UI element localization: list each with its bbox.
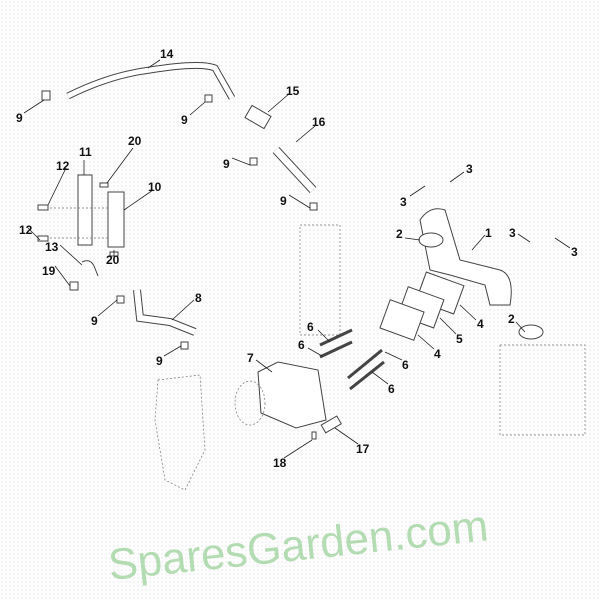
- stud-6: [319, 340, 353, 359]
- callout-11: 11: [79, 145, 92, 159]
- leader-lines: [23, 59, 571, 459]
- screw-20: [99, 182, 109, 188]
- fuel-line-14: [66, 61, 236, 100]
- callout-17: 17: [356, 442, 370, 456]
- carb-gasket: [234, 380, 266, 426]
- gasket-2: [418, 232, 444, 248]
- stud-6: [349, 360, 385, 391]
- clamp-icon: [116, 295, 125, 304]
- callout-3: 3: [466, 162, 473, 176]
- callout-2: 2: [508, 312, 515, 326]
- callout-3: 3: [509, 226, 516, 240]
- callout-18: 18: [273, 456, 287, 470]
- clamp-icon: [204, 94, 213, 103]
- callout-9: 9: [223, 157, 230, 171]
- callout-14: 14: [160, 47, 174, 61]
- callout-9: 9: [91, 314, 98, 328]
- clamp-icon: [41, 90, 51, 101]
- callout-1: 1: [485, 226, 492, 240]
- callout-9: 9: [156, 354, 163, 368]
- hose-8: [133, 289, 197, 336]
- fuel-line-16: [272, 146, 317, 194]
- solenoid-17: [320, 415, 342, 434]
- screw-12: [37, 204, 49, 211]
- callout-19: 19: [42, 264, 56, 278]
- clamp-icon: [309, 202, 318, 211]
- intake-housing: [154, 374, 206, 491]
- callout-12: 12: [56, 159, 70, 173]
- callout-9: 9: [181, 113, 188, 127]
- fuel-filter-15: [244, 104, 272, 130]
- exhaust-manifold-1: [419, 208, 512, 306]
- gasket-4: [379, 299, 425, 341]
- callout-6: 6: [307, 320, 314, 334]
- callout-4: 4: [434, 347, 441, 361]
- callout-9: 9: [16, 111, 23, 125]
- callout-13: 13: [45, 240, 59, 254]
- cylinder-head-right: [499, 344, 586, 436]
- callout-3: 3: [571, 245, 578, 259]
- callout-20: 20: [128, 134, 142, 148]
- callout-12: 12: [19, 223, 33, 237]
- callout-8: 8: [195, 291, 202, 305]
- bracket-11: [77, 174, 93, 246]
- callout-6: 6: [402, 358, 409, 372]
- stud-6: [347, 348, 383, 380]
- jet-18: [311, 431, 317, 440]
- gasket-2: [518, 324, 544, 340]
- callout-20: 20: [106, 253, 120, 267]
- carburetor-7: [257, 361, 327, 429]
- clip-19: [69, 281, 79, 291]
- callout-7: 7: [247, 351, 254, 365]
- callout-2: 2: [396, 227, 403, 241]
- watermark: SparesGarden.com: [106, 501, 491, 590]
- callout-6: 6: [388, 382, 395, 396]
- clamp-icon: [249, 157, 258, 166]
- callout-5: 5: [456, 332, 463, 346]
- callout-10: 10: [148, 180, 162, 194]
- callout-15: 15: [286, 84, 300, 98]
- callout-4: 4: [477, 317, 484, 331]
- clip-13: [81, 260, 99, 277]
- bracket-10: [107, 191, 125, 248]
- clamp-icon: [180, 341, 189, 350]
- callout-16: 16: [312, 115, 326, 129]
- cylinder-head-left: [299, 224, 341, 336]
- stud-6: [319, 328, 353, 347]
- callout-9: 9: [280, 194, 287, 208]
- callout-6: 6: [298, 338, 305, 352]
- callout-3: 3: [400, 195, 407, 209]
